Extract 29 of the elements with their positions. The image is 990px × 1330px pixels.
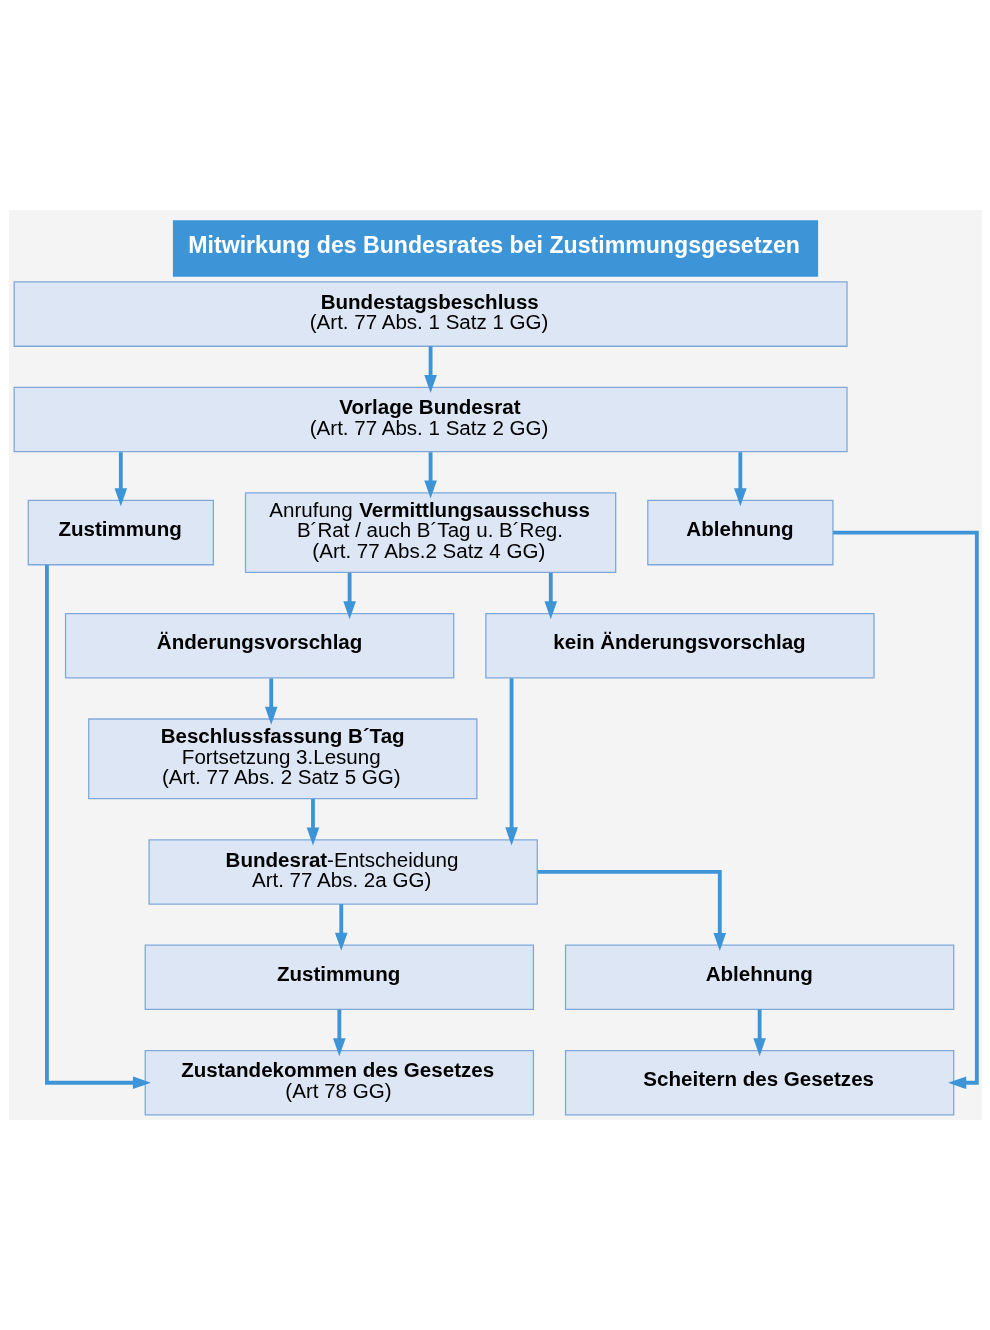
node-box: Bundestagsbeschluss (Art. 77 Abs. 1 Satz 1 GG) [13, 281, 848, 347]
diagram-title: Mitwirkung des Bundesrates bei Zustimmungsgesetzen [187, 231, 800, 258]
arrow [423, 452, 437, 499]
arrow [44, 565, 151, 1090]
node-box: Zustimmung [144, 944, 534, 1011]
node-box: Zustimmung [27, 499, 214, 566]
node-box: Scheitern des Gesetzes [564, 1049, 954, 1116]
arrow [832, 530, 979, 1090]
arrow [733, 452, 747, 507]
arrow [504, 678, 518, 846]
node-box: kein Änderungsvorschlag [484, 612, 875, 679]
node-box: Zustandekommen des Gesetzes (Art 78 GG) [144, 1049, 534, 1116]
arrow [423, 346, 437, 393]
node-box: Anrufung Vermittlungsausschuss B´Rat / auch B´Tag u. B´Reg. (Art. 77 Abs.2 Satz 4 GG) [244, 492, 616, 574]
arrow [752, 1009, 766, 1057]
node-box: Ablehnung [646, 499, 834, 566]
arrow [543, 572, 557, 620]
arrow [334, 904, 348, 951]
node-box: Ablehnung [564, 944, 954, 1011]
arrow [537, 870, 726, 951]
arrow [114, 452, 127, 507]
node-box: Vorlage Bundesrat (Art. 77 Abs. 1 Satz 2 GG) [13, 386, 848, 453]
arrow [342, 572, 356, 620]
node-box: Beschlussfassung B´Tag Fortsetzung 3.Lesung (Art. 77 Abs. 2 Satz 5 GG) [87, 718, 477, 800]
arrow [306, 799, 319, 846]
node-box: Bundesrat-Entscheidung Art. 77 Abs. 2a GG) [147, 839, 538, 905]
arrow [332, 1009, 346, 1057]
arrow [264, 678, 278, 725]
node-box: Änderungsvorschlag [64, 612, 454, 679]
